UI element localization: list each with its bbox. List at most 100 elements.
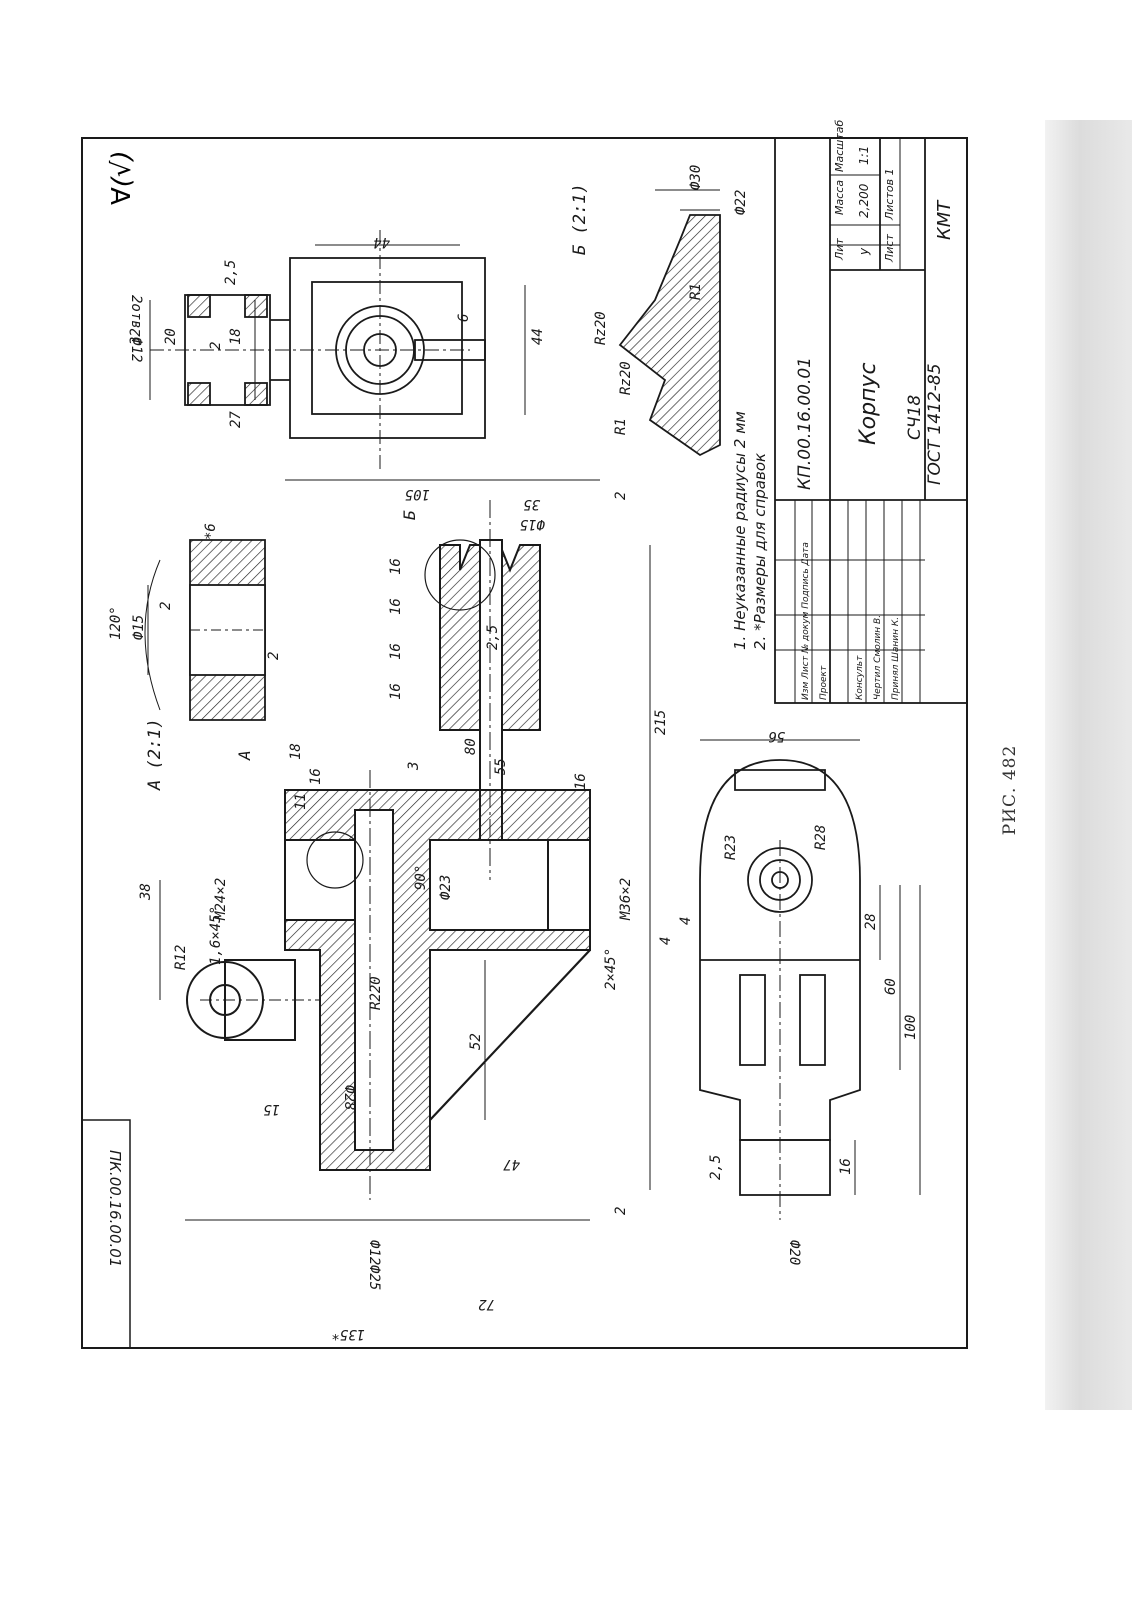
dim-text: 52 (468, 1033, 484, 1050)
dim-text: 18 (228, 328, 244, 345)
dim-text: 4 (678, 917, 694, 925)
sign-header: Изм Лист № докум Подпись Дата (801, 542, 811, 700)
material-1: СЧ18 (905, 395, 925, 440)
dim-text: 135* (331, 1326, 365, 1342)
dim-text: 3 (406, 762, 422, 771)
dim-text: 2,5 (708, 1155, 724, 1180)
dim-text: 16 (388, 643, 404, 660)
detail-a-labels: А (2:1) 120° Ф15 *6 2 2 (108, 523, 282, 791)
dim-text: 27 (228, 411, 244, 428)
dim-text: 215 (653, 710, 669, 735)
dim-text: 16 (388, 598, 404, 615)
margin-designation-box (81, 1119, 131, 1349)
dim-text: M24×2 (213, 878, 229, 921)
margin-designation: ПК.00.16.00.01 (106, 1150, 124, 1267)
dim-text: 2 (208, 342, 224, 350)
dim-text: 38 (138, 883, 154, 901)
sheets-label: Листов 1 (883, 168, 896, 221)
dim-text: 72 (478, 1296, 495, 1312)
mass-value: 2,200 (857, 183, 871, 218)
dim-text: 90° (413, 865, 429, 890)
roughness-symbol: ∀(√) (107, 150, 137, 205)
dim-text: 28 (863, 913, 879, 930)
dim-text: Ф25 (366, 1265, 382, 1290)
dim-text: 32 (128, 328, 144, 346)
designation: КП.00.16.00.01 (795, 357, 815, 490)
dim-text: Ф28 (341, 1085, 357, 1110)
detail-b (618, 189, 721, 457)
dim-text: R1 (688, 283, 704, 300)
main-section (159, 479, 651, 1221)
bottom-view (699, 739, 921, 1220)
header-mass: Масса (833, 180, 846, 215)
dim-text: 4 (658, 937, 674, 945)
dim-text: R23 (723, 835, 739, 860)
dim-text: 16 (308, 768, 324, 785)
dim-text: 35 (523, 496, 541, 512)
note-1: 1. Неуказанные радиусы 2 мм (731, 411, 749, 650)
part-name: Корпус (856, 362, 881, 445)
dim-text: 56 (768, 728, 785, 744)
dim-text: 6 (456, 314, 472, 322)
figure-caption: РИС. 482 (990, 730, 1030, 850)
dim-text: 2 (158, 602, 174, 610)
dim-text: 100 (903, 1015, 919, 1040)
caption-text: РИС. 482 (1000, 744, 1020, 836)
dim-text: 20 (163, 328, 179, 345)
header-scale: Масштаб (833, 120, 846, 172)
sign-row: Проект (819, 665, 829, 700)
material-2: ГОСТ 1412-85 (925, 363, 945, 485)
detail-b-labels: Б (2:1) Ф30 Ф22 R1 R1 Rz20 Rz20 (570, 165, 749, 435)
dim-text: R1 (613, 418, 629, 435)
dim-text: 2×45° (603, 948, 619, 990)
dim-text: 2,5 (485, 625, 501, 650)
dim-text: 2 (613, 492, 629, 500)
dim-text: Ф22 (733, 190, 749, 215)
page-edge-shadow (1045, 120, 1132, 1410)
dim-text: 18 (288, 743, 304, 760)
dim-text: 16 (388, 558, 404, 575)
dim-text: 2отв Ф12 (128, 295, 144, 362)
dim-text: 44 (373, 234, 390, 250)
dim-text: 2,5 (223, 260, 239, 285)
top-view (149, 230, 526, 470)
dim-text: *6 (203, 523, 219, 540)
view-label-a: А (2:1) (145, 718, 165, 791)
notes: 1. Неуказанные радиусы 2 мм 2. *Размеры … (731, 411, 769, 650)
leader-label-b: Б (400, 510, 419, 520)
dim-text: 80 (463, 738, 479, 755)
note-2: 2. *Размеры для справок (751, 453, 769, 650)
lit-value: у (857, 247, 871, 256)
dim-text: 16 (838, 1158, 854, 1175)
leader-label-a: А (235, 750, 254, 761)
sign-row: Чертил Смолин В. (873, 615, 883, 700)
dim-text: 1,6×45° (208, 906, 224, 965)
dim-text: Ф23 (438, 875, 454, 900)
top-view-outline (289, 257, 486, 439)
dim-text: 15 (263, 1101, 280, 1117)
dim-text: R12 (173, 945, 189, 970)
dim-text: 60 (883, 978, 899, 995)
dim-text: Ф15 (520, 516, 545, 532)
main-section-dimensions: 105 35 Ф15 16 16 16 16 2,5 215 80 55 3 1… (138, 486, 674, 1342)
dim-text: 44 (530, 328, 546, 345)
detail-a (144, 539, 266, 721)
sign-row: Принял Шанин К. (891, 617, 901, 700)
dim-text: 47 (503, 1156, 520, 1172)
dim-text: Ф20 (786, 1240, 802, 1265)
dim-text: 16 (573, 773, 589, 790)
dim-text: 11 (293, 793, 309, 810)
organization: КМТ (934, 199, 955, 240)
dim-text: 16 (388, 683, 404, 700)
title-block (774, 137, 968, 704)
dim-text: Ф12 (366, 1240, 382, 1265)
scale-value: 1:1 (857, 146, 871, 165)
dim-text: R220 (368, 976, 384, 1010)
view-label-b: Б (2:1) (570, 183, 590, 255)
dim-text: 120° (108, 606, 124, 640)
dim-text: 2 (266, 652, 282, 660)
sign-row: Консульт (855, 655, 865, 700)
dim-text: 105 (405, 486, 430, 502)
dim-text: Ф30 (688, 165, 704, 190)
